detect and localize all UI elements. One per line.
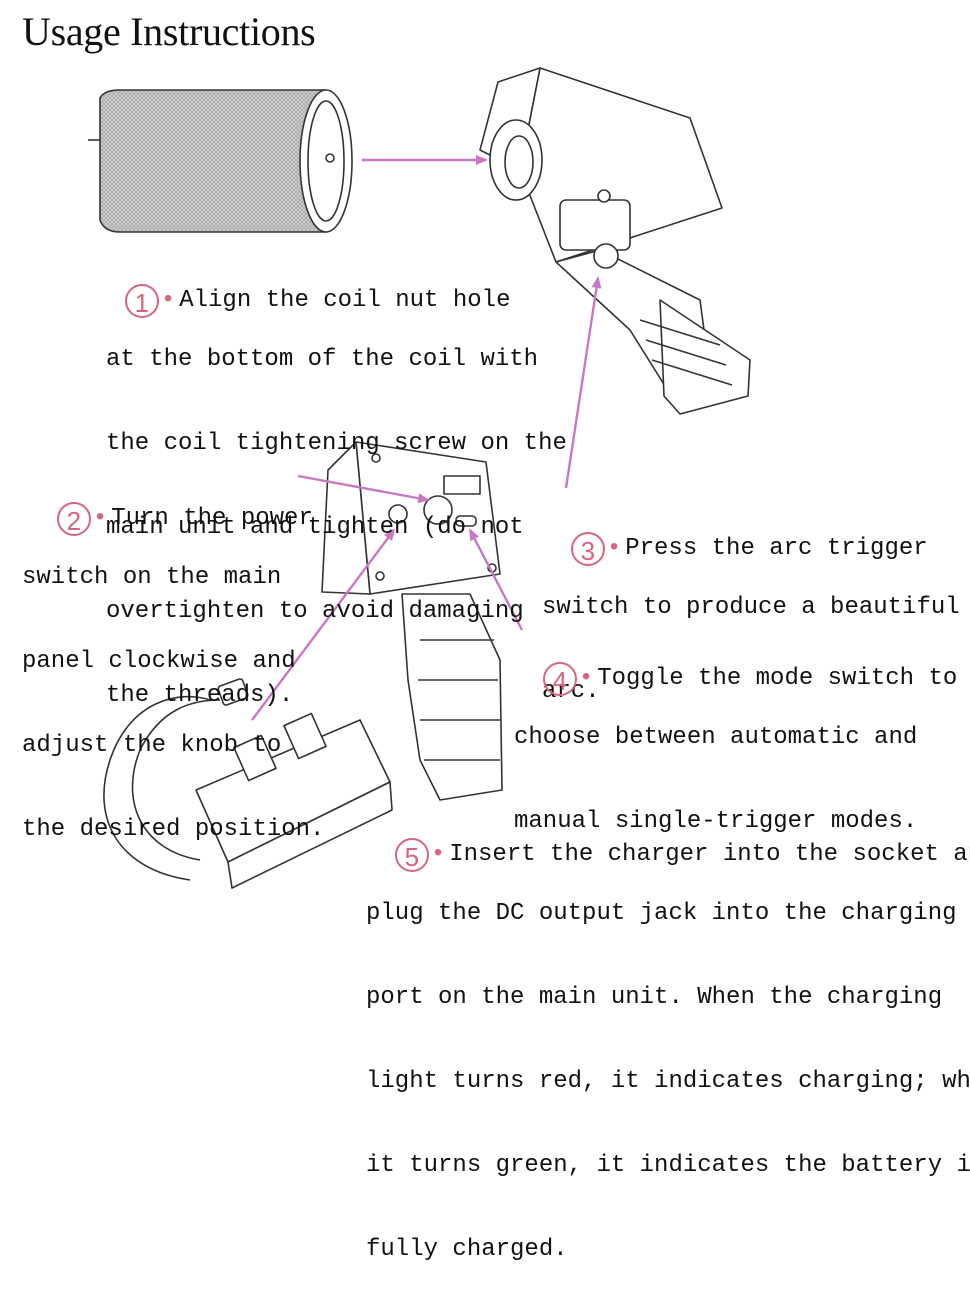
step-text-line: it turns green, it indicates the battery… [366,1152,970,1179]
charger-illustration [103,678,393,889]
coil-illustration [88,89,353,233]
instruction-arrows [251,155,602,721]
illustration-canvas [88,67,751,889]
step-text-line: the threads). [106,682,294,709]
step-text-line: at the bottom of the coil with [106,346,539,373]
arrow-to-mode-switch [468,528,524,631]
step-text-line: light turns red, it indicates charging; … [366,1068,970,1095]
step-text-line: Toggle the mode switch to [597,665,958,692]
step-text-line: switch on the main [22,564,282,591]
step-text-line: switch to produce a beautiful [542,594,960,621]
step-text-line: Turn the power [111,505,313,532]
page-title: Usage Instructions [22,9,316,54]
step-text-line: the desired position. [22,816,325,843]
step-number-badge: 3 [570,532,605,566]
step-text-line: plug the DC output jack into the chargin… [366,900,957,927]
arrow-to-knob [297,474,430,504]
step-text-line: port on the main unit. When the charging [366,984,943,1011]
step-number-badge: 5 [394,838,429,872]
step-number-badge: 4 [542,662,577,696]
step-text-line: Press the arc trigger [625,535,928,562]
step-1: 1•Align the coil nut hole at the bottom … [96,256,567,738]
arrow-to-power-port [251,528,396,721]
step-5: 5•Insert the charger into the socket and… [366,810,970,1292]
step-text-line: overtighten to avoid damaging [106,598,524,625]
step-text-line: adjust the knob to [22,732,282,759]
step-text-line: Insert the charger into the socket and [449,841,970,868]
step-4: 4•Toggle the mode switch to choose betwe… [514,634,957,864]
gun-top-illustration [479,67,751,415]
step-text-line: choose between automatic and [514,724,918,751]
gun-middle-illustration [321,441,503,801]
step-number-badge: 1 [124,284,159,318]
step-text-line: main unit and tighten (do not [106,514,524,541]
step-3: 3•Press the arc trigger switch to produc… [542,504,960,734]
step-text-line: Align the coil nut hole [179,287,511,314]
step-text-line: fully charged. [366,1236,568,1263]
step-text-line: the coil tightening screw on the [106,430,567,457]
step-2: 2•Turn the power switch on the main pane… [22,474,324,872]
arrow-to-trigger [564,276,602,489]
step-text-line: panel clockwise and [22,648,296,675]
step-number-badge: 2 [56,502,91,536]
step-text-line: manual single-trigger modes. [514,808,918,835]
